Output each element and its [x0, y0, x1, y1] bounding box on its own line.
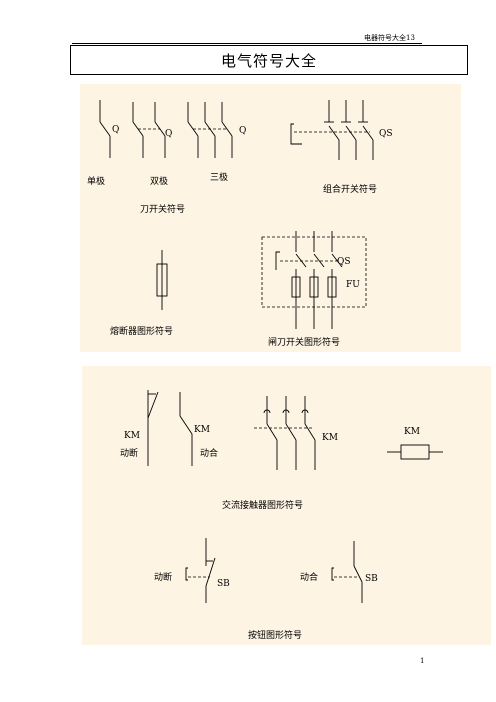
nc-contact-label: 动断 — [120, 447, 138, 459]
triple-pole-knife-switch-symbol — [187, 102, 233, 158]
knife-fuse-fu-tag: FU — [346, 280, 360, 290]
page-title: 电气符号大全 — [220, 51, 317, 70]
contactor-caption: 交流接触器图形符号 — [222, 499, 303, 511]
contactor-button-diagram: KM 动断 KM 动合 KM — [120, 390, 443, 641]
triple-pole-label: 三极 — [210, 171, 228, 183]
coil-tag: KM — [404, 427, 420, 437]
nc-contact-tag: KM — [124, 431, 140, 441]
combination-switch-symbol — [290, 100, 374, 160]
page-title-box: 电气符号大全 — [70, 45, 468, 75]
fuse-caption: 熔断器图形符号 — [110, 325, 173, 337]
fuse-symbol — [156, 250, 168, 310]
triple-pole-tag: Q — [239, 126, 246, 136]
knife-fuse-qs-tag: QS — [337, 257, 351, 267]
contactor-coil-symbol — [387, 444, 443, 460]
no-contact-label: 动合 — [200, 447, 218, 459]
single-pole-knife-switch-symbol — [99, 100, 111, 158]
contactor-no-contact-symbol — [179, 392, 193, 466]
no-pushbutton-label: 动合 — [300, 571, 318, 583]
no-pushbutton-tag: SB — [365, 574, 378, 584]
switch-symbols-diagram: Q Q Q 单极 双极 三极 刀开关符号 — [87, 100, 393, 348]
page-number: 1 — [420, 657, 425, 665]
combination-switch-tag: QS — [379, 129, 393, 139]
header-rule — [72, 43, 422, 44]
no-pushbutton-symbol — [331, 541, 363, 603]
double-pole-label: 双极 — [150, 175, 168, 187]
main-contacts-tag: KM — [322, 433, 338, 443]
switch-symbols-panel: Q Q Q 单极 双极 三极 刀开关符号 — [80, 84, 461, 352]
single-pole-label: 单极 — [87, 175, 105, 187]
knife-fuse-switch-symbol — [261, 231, 367, 329]
running-title: 电器符号大全13 — [364, 34, 415, 42]
nc-pushbutton-label: 动断 — [154, 571, 172, 583]
contactor-button-panel: KM 动断 KM 动合 KM — [82, 366, 491, 645]
double-pole-tag: Q — [165, 129, 172, 139]
no-contact-tag: KM — [194, 425, 210, 435]
nc-pushbutton-tag: SB — [217, 579, 230, 589]
knife-switch-caption: 刀开关符号 — [140, 203, 185, 215]
knife-fuse-caption: 闸刀开关图形符号 — [268, 336, 340, 348]
contactor-nc-contact-symbol — [147, 390, 159, 466]
double-pole-knife-switch-symbol — [132, 102, 166, 158]
contactor-main-contacts-symbol — [254, 396, 316, 470]
nc-pushbutton-symbol — [185, 538, 216, 603]
pushbutton-caption: 按钮图形符号 — [248, 629, 302, 641]
combination-switch-caption: 组合开关符号 — [323, 183, 377, 195]
single-pole-tag: Q — [112, 125, 119, 135]
